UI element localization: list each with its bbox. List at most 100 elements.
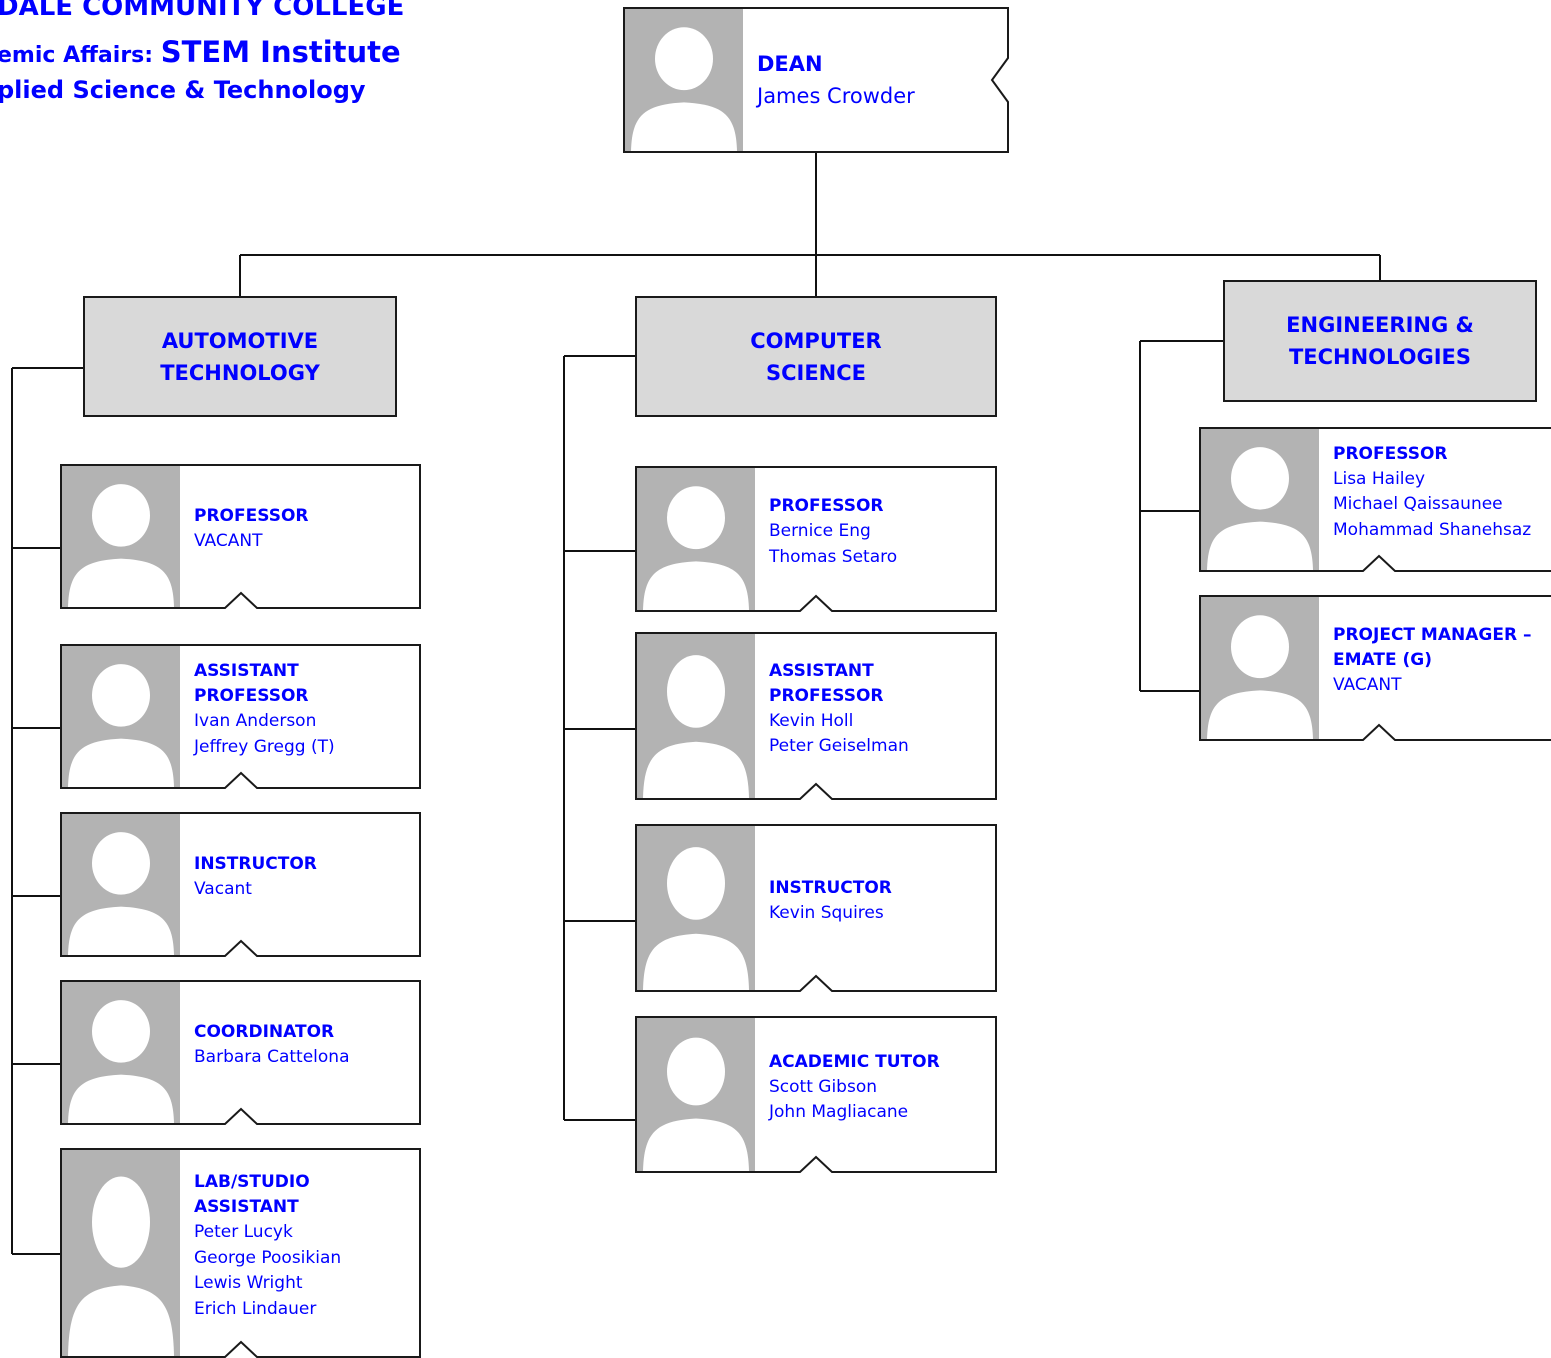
department-title-line: COMPUTER (750, 328, 882, 353)
person-placeholder-icon (625, 9, 743, 151)
node-border (635, 1016, 997, 1173)
department-title-line: SCIENCE (765, 360, 866, 385)
position-title: PROFESSOR (769, 496, 884, 516)
person-placeholder-icon (62, 982, 180, 1123)
position-title: DEAN (757, 52, 823, 76)
avatar (62, 646, 180, 787)
avatar (1201, 597, 1319, 739)
node-border (623, 7, 1009, 153)
division-name: plied Science & Technology (0, 76, 366, 104)
position-text: INSTRUCTOR Vacant (194, 812, 417, 943)
node-border (635, 632, 997, 800)
avatar (62, 466, 180, 607)
position-text: PROJECT MANAGER – EMATE (G) VACANT (1333, 595, 1551, 727)
person-placeholder-icon (62, 646, 180, 787)
person-name: Ivan Anderson (194, 711, 317, 731)
person-placeholder-icon (62, 466, 180, 607)
person-name: Scott Gibson (769, 1076, 877, 1097)
person-placeholder-icon (637, 468, 755, 610)
node-border (1199, 595, 1551, 741)
person-name: VACANT (1333, 675, 1402, 696)
node-border (635, 824, 997, 992)
node-border (60, 1148, 421, 1358)
position-title: PROJECT MANAGER – (1333, 625, 1532, 646)
person-name: Bernice Eng (769, 521, 871, 541)
person-name: Lewis Wright (194, 1273, 303, 1293)
position-node: PROJECT MANAGER – EMATE (G) VACANT (1199, 595, 1551, 741)
person-placeholder-icon (1201, 597, 1319, 739)
node-border (60, 980, 421, 1125)
position-title: ASSISTANT PROFESSOR (194, 661, 309, 706)
position-title: PROFESSOR (194, 506, 309, 527)
person-placeholder-icon (62, 814, 180, 955)
department-title: COMPUTER SCIENCE (750, 325, 881, 389)
person-name: Thomas Setaro (769, 546, 898, 567)
person-name: Kevin Squires (769, 902, 884, 923)
position-node: COORDINATOR Barbara Cattelona (60, 980, 421, 1125)
node-border (635, 466, 997, 612)
avatar (637, 468, 755, 610)
avatar (637, 1018, 755, 1171)
academic-affairs-line: emic Affairs: STEM Institute (0, 35, 401, 69)
department-box: ENGINEERING & TECHNOLOGIES (1223, 280, 1537, 402)
person-name: Mohammad Shanehsaz (1333, 519, 1532, 540)
avatar (62, 1150, 180, 1356)
position-title: LAB/STUDIO ASSISTANT (194, 1172, 310, 1217)
person-placeholder-icon (637, 1018, 755, 1171)
position-node: INSTRUCTOR Vacant (60, 812, 421, 957)
person-name: George Poosikian (194, 1247, 342, 1268)
position-title: INSTRUCTOR (194, 854, 317, 875)
person-name: Michael Qaissaunee (1333, 494, 1503, 515)
avatar (625, 9, 743, 151)
person-name: Jeffrey Gregg (T) (194, 736, 335, 757)
position-title: ACADEMIC TUTOR (769, 1051, 940, 1072)
department-title-line: ENGINEERING & (1286, 313, 1474, 337)
person-name: Lisa Hailey (1333, 468, 1426, 489)
avatar (62, 814, 180, 955)
avatar (1201, 429, 1319, 570)
person-name: Vacant (194, 879, 252, 900)
position-text: PROFESSOR VACANT (194, 464, 417, 595)
position-text: COORDINATOR Barbara Cattelona (194, 980, 417, 1111)
department-box: COMPUTER SCIENCE (635, 296, 997, 417)
avatar (637, 826, 755, 990)
department-title: ENGINEERING & TECHNOLOGIES (1286, 309, 1474, 373)
position-title: EMATE (G) (1333, 650, 1432, 671)
person-name: VACANT (194, 531, 263, 552)
position-title: ASSISTANT PROFESSOR (769, 660, 884, 706)
person-name: Peter Geiselman (769, 736, 909, 756)
avatar (637, 634, 755, 798)
person-name: Erich Lindauer (194, 1298, 317, 1319)
person-name: Barbara Cattelona (194, 1047, 350, 1068)
node-border (1199, 427, 1551, 572)
person-placeholder-icon (637, 826, 755, 990)
person-placeholder-icon (1201, 429, 1319, 570)
department-title-line: TECHNOLOGIES (1288, 345, 1472, 369)
person-placeholder-icon (637, 634, 755, 798)
department-title-line: AUTOMOTIVE (161, 328, 319, 353)
person-placeholder-icon (62, 1150, 180, 1356)
person-name: Peter Lucyk (194, 1222, 293, 1242)
position-title: PROFESSOR (1333, 443, 1448, 464)
position-title: COORDINATOR (194, 1022, 335, 1043)
avatar (62, 982, 180, 1123)
college-name: DALE COMMUNITY COLLEGE (0, 0, 405, 22)
